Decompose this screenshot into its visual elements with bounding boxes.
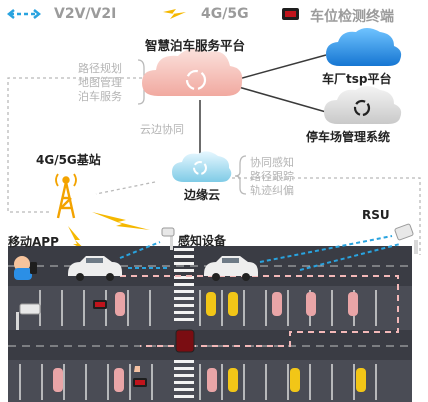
platform-function-3: 泊车服务 xyxy=(78,90,122,103)
parked-car-yellow xyxy=(228,292,238,316)
parked-car-yellow xyxy=(356,368,366,392)
parking-mgmt-cloud-icon xyxy=(324,86,402,124)
gray-dashed-links xyxy=(7,77,421,255)
parked-car-pink xyxy=(115,292,125,316)
parked-car-yellow xyxy=(228,368,238,392)
road-car-white-2 xyxy=(204,256,258,281)
legend-terminal-label: 车位检测终端 xyxy=(310,9,394,25)
parked-car-yellow xyxy=(290,368,300,392)
legend-v2v-arrow-icon xyxy=(6,9,42,19)
legend-terminal-icon xyxy=(282,8,299,20)
legend-4g5g-bolt-icon xyxy=(163,9,186,19)
parking-mgmt-label: 停车场管理系统 xyxy=(306,130,391,144)
platform-label: 智慧泊车服务平台 xyxy=(145,38,246,53)
4g5g-signal-bolts-icon xyxy=(68,212,150,252)
mobile-app-user-icon xyxy=(14,256,37,280)
road-car-white-1 xyxy=(68,256,122,281)
parked-car-yellow xyxy=(206,292,216,316)
platform-function-1: 路径规划 xyxy=(78,62,122,75)
platform-function-2: 地图管理 xyxy=(78,76,122,89)
cloud-edge-label: 云边协同 xyxy=(140,123,184,136)
edge-function-2: 路径跟踪 xyxy=(250,170,294,183)
parked-car-pink xyxy=(348,292,358,316)
edge-cloud-icon xyxy=(172,151,232,182)
parked-car-pink xyxy=(207,368,217,392)
left-camera-icon xyxy=(16,303,41,330)
parking-terminal-icon xyxy=(93,300,107,309)
edge-cloud-label: 边缘云 xyxy=(184,188,221,202)
sensing-device-label: 感知设备 xyxy=(178,234,227,248)
v2v-links xyxy=(119,235,401,271)
mobile-app-label: 移动APP xyxy=(8,235,59,249)
oem-tsp-cloud-icon xyxy=(326,28,402,66)
sensing-device-pole-icon xyxy=(161,227,175,250)
parked-car-pink xyxy=(53,368,63,392)
parked-car-red xyxy=(175,329,195,353)
oem-tsp-label: 车厂tsp平台 xyxy=(322,72,392,86)
platform-cloud-icon xyxy=(142,48,243,96)
pedestrian-hand-icon xyxy=(134,366,140,372)
legend-v2v-label: V2V/V2I xyxy=(54,6,117,22)
parking-terminal-icon xyxy=(133,378,147,387)
rsu-pole-icon xyxy=(394,223,418,254)
edge-function-3: 轨迹纠偏 xyxy=(250,184,294,197)
edge-function-1: 协同感知 xyxy=(250,156,294,169)
rsu-label: RSU xyxy=(362,208,390,222)
base-station-label: 4G/5G基站 xyxy=(36,153,101,167)
parked-car-pink xyxy=(272,292,282,316)
parked-car-pink xyxy=(306,292,316,316)
platform-links xyxy=(199,54,327,158)
legend-4g5g-label: 4G/5G xyxy=(201,6,249,22)
edge-functions-brace xyxy=(234,155,247,195)
parked-car-pink xyxy=(114,368,124,392)
base-station-tower-icon xyxy=(55,173,77,219)
